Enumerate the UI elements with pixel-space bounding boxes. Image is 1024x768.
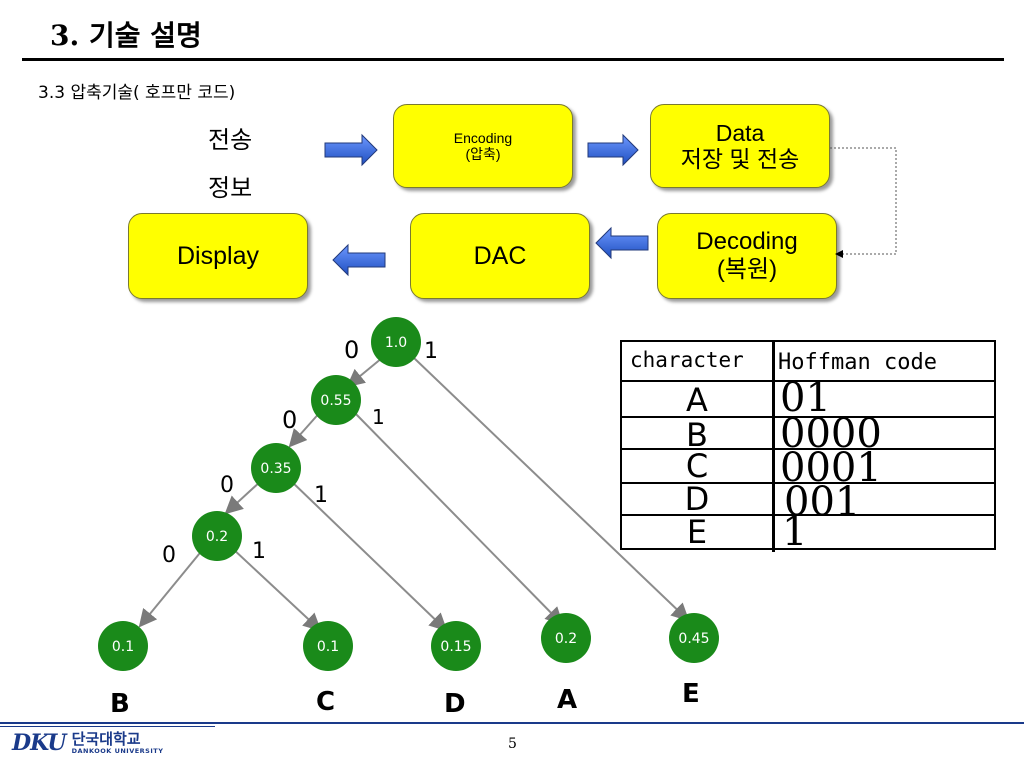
tree-node: 0.2	[192, 511, 242, 561]
logo-korean-text: 단국대학교	[71, 729, 141, 748]
university-logo: DKU 단국대학교 DANKOOK UNIVERSITY	[12, 730, 163, 756]
slide-title: 3. 기술 설명	[50, 19, 202, 52]
table-cell-code: 01	[780, 375, 831, 421]
node-label: 0.1	[112, 639, 134, 655]
table-cell-code: 0000	[780, 411, 882, 457]
node-label: 0.45	[678, 631, 709, 647]
node-label: 0.1	[317, 639, 339, 655]
leaf-node-c: 0.1	[303, 621, 353, 671]
node-label: 0.55	[320, 393, 351, 409]
table-cell-character: A	[686, 381, 708, 419]
leaf-node-e: 0.45	[669, 613, 719, 663]
leaf-letter: B	[110, 689, 130, 719]
leaf-node-b: 0.1	[98, 621, 148, 671]
logo-mark: DKU	[12, 730, 67, 756]
data-sublabel: 저장 및 전송	[680, 146, 800, 172]
table-cell-character: B	[686, 416, 708, 454]
dotted-connector	[830, 147, 897, 258]
encoding-label: Encoding	[453, 129, 513, 146]
page-number: 5	[508, 736, 517, 752]
tree-node: 0.35	[251, 443, 301, 493]
edge-label: 0	[162, 543, 176, 568]
node-label: 0.2	[206, 529, 228, 545]
flow-arrows	[324, 133, 897, 277]
display-label: Display	[177, 241, 259, 270]
slide-subtitle: 3.3 압축기술( 호프만 코드)	[38, 83, 236, 103]
edge-label: 0	[282, 406, 297, 434]
encoding-sublabel: (압축)	[465, 146, 501, 162]
table-header-code: Hoffman code	[778, 350, 937, 375]
tree-node: 0.55	[311, 375, 361, 425]
huffman-tree: 1.0 0.55 0.35 0.2 0.1 0.1 0.15 0.2 0.45 …	[98, 317, 719, 719]
data-box: Data 저장 및 전송	[650, 104, 830, 188]
tree-node: 1.0	[371, 317, 421, 367]
leaf-node-d: 0.15	[431, 621, 481, 671]
leaf-node-a: 0.2	[541, 613, 591, 663]
code-table: character Hoffman code A 01 B 0000 C 000…	[620, 340, 996, 555]
arrow-left-icon	[332, 243, 386, 277]
tree-edges	[138, 357, 690, 632]
data-label: Data	[715, 119, 765, 146]
input-label-line2: 정보	[208, 174, 253, 202]
table-cell-character: E	[686, 513, 708, 551]
table-cell-character: C	[685, 447, 709, 485]
input-label-line1: 전송	[208, 126, 253, 154]
display-box: Display	[128, 213, 308, 299]
node-label: 1.0	[385, 335, 407, 351]
logo-english-text: DANKOOK UNIVERSITY	[71, 746, 164, 755]
decoding-label: Decoding	[696, 228, 798, 256]
node-label: 0.2	[555, 631, 577, 647]
arrow-right-icon	[324, 133, 378, 167]
edge-label: 1	[372, 405, 385, 429]
node-label: 0.35	[260, 461, 291, 477]
dac-box: DAC	[410, 213, 590, 299]
leaf-letter: A	[557, 685, 577, 715]
decoding-box: Decoding (복원)	[657, 213, 837, 299]
footer-rule-secondary	[0, 726, 215, 727]
dac-label: DAC	[473, 241, 527, 270]
leaf-letter: E	[682, 679, 700, 709]
arrow-left-icon	[595, 226, 649, 260]
table-cell-code: 001	[784, 479, 861, 525]
arrow-right-icon	[587, 133, 639, 167]
leaf-letter: D	[444, 689, 466, 719]
decoding-sublabel: (복원)	[716, 256, 778, 283]
footer-rule	[0, 722, 1024, 724]
edge-label: 1	[252, 539, 266, 564]
edge-label: 1	[424, 339, 438, 364]
table-cell-code: 0001	[780, 445, 882, 491]
table-cell-code: 1	[782, 509, 808, 555]
node-label: 0.15	[440, 639, 471, 655]
edge-label: 0	[220, 473, 234, 498]
table-header-character: character	[630, 348, 744, 372]
edge-label: 1	[314, 483, 328, 508]
title-underline	[22, 58, 1004, 61]
encoding-box: Encoding (압축)	[393, 104, 573, 188]
edge-label: 0	[344, 336, 359, 364]
table-cell-character: D	[684, 480, 710, 518]
leaf-letter: C	[316, 687, 335, 717]
